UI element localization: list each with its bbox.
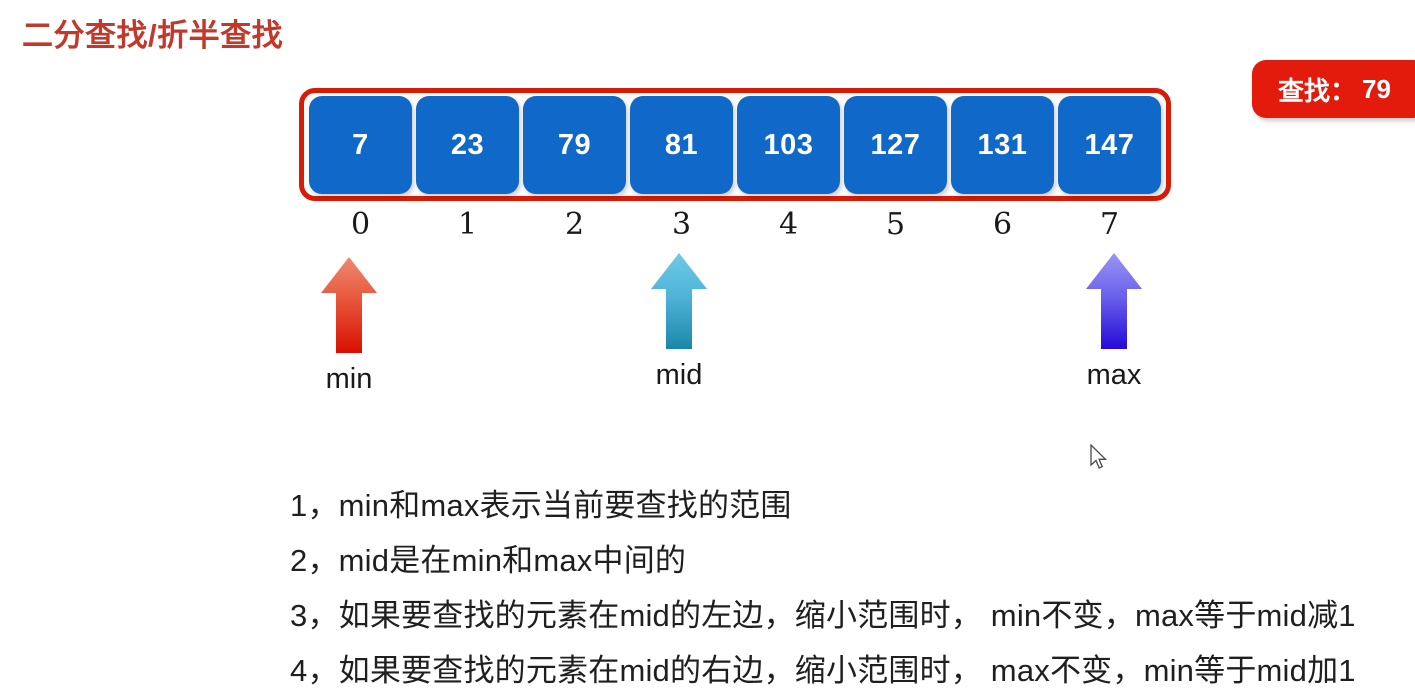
array-index-label: 7: [1099, 207, 1120, 242]
array-cell-value: 103: [763, 128, 814, 161]
notes-list: 1，min和max表示当前要查找的范围 2，mid是在min和max中间的 3，…: [290, 478, 1400, 698]
note-line: 3，如果要查找的元素在mid的左边，缩小范围时， min不变，max等于mid减…: [290, 598, 1356, 633]
note-line: 1，min和max表示当前要查找的范围: [290, 488, 792, 523]
note-line: 4，如果要查找的元素在mid的右边，缩小范围时， max不变，min等于mid加…: [290, 653, 1356, 688]
array-index-label: 3: [671, 207, 692, 242]
array-index-label: 0: [350, 207, 371, 242]
array-cell: 7: [309, 96, 412, 194]
pointer-max-label: max: [1086, 359, 1142, 391]
array-index-label: 6: [992, 207, 1013, 242]
up-arrow-icon: [1086, 253, 1142, 349]
search-target-label: 查找：: [1278, 75, 1357, 106]
pointer-min: min: [294, 255, 404, 396]
note-line: 2，mid是在min和max中间的: [290, 543, 687, 578]
array-cell: 103: [737, 96, 840, 194]
array-index-label: 5: [885, 207, 906, 242]
array-cell-value: 127: [870, 128, 921, 161]
array-cell: 147: [1058, 96, 1161, 194]
page-title: 二分查找/折半查找: [22, 18, 284, 53]
array-cell: 79: [523, 96, 626, 194]
array-cell-value: 79: [557, 128, 592, 161]
array-index-label: 1: [457, 207, 478, 242]
array-index-label: 4: [778, 207, 799, 242]
array-cells: 7 23 79 81 103 127 131 147: [309, 96, 1165, 194]
array-cell-value: 7: [352, 128, 369, 161]
up-arrow-icon: [321, 257, 377, 353]
pointer-mid: mid: [624, 251, 734, 392]
array-cell: 23: [416, 96, 519, 194]
pointer-mid-label: mid: [655, 359, 703, 391]
array-cell-value: 131: [977, 128, 1028, 161]
mouse-pointer-icon: [1090, 444, 1108, 469]
up-arrow-icon: [651, 253, 707, 349]
array-index-label: 2: [564, 207, 585, 242]
pointer-max: max: [1059, 251, 1169, 392]
pointer-min-label: min: [325, 363, 373, 395]
array-cell-value: 147: [1084, 128, 1135, 161]
array-cell-value: 23: [450, 128, 485, 161]
array-cell-value: 81: [664, 128, 699, 161]
array-index-row: 0 1 2 3 4 5 6 7: [309, 207, 1165, 242]
array-cell: 81: [630, 96, 733, 194]
array-cell: 131: [951, 96, 1054, 194]
search-target-badge: 查找： 79: [1252, 60, 1415, 118]
search-target-value: 79: [1362, 73, 1391, 104]
array-cell: 127: [844, 96, 947, 194]
